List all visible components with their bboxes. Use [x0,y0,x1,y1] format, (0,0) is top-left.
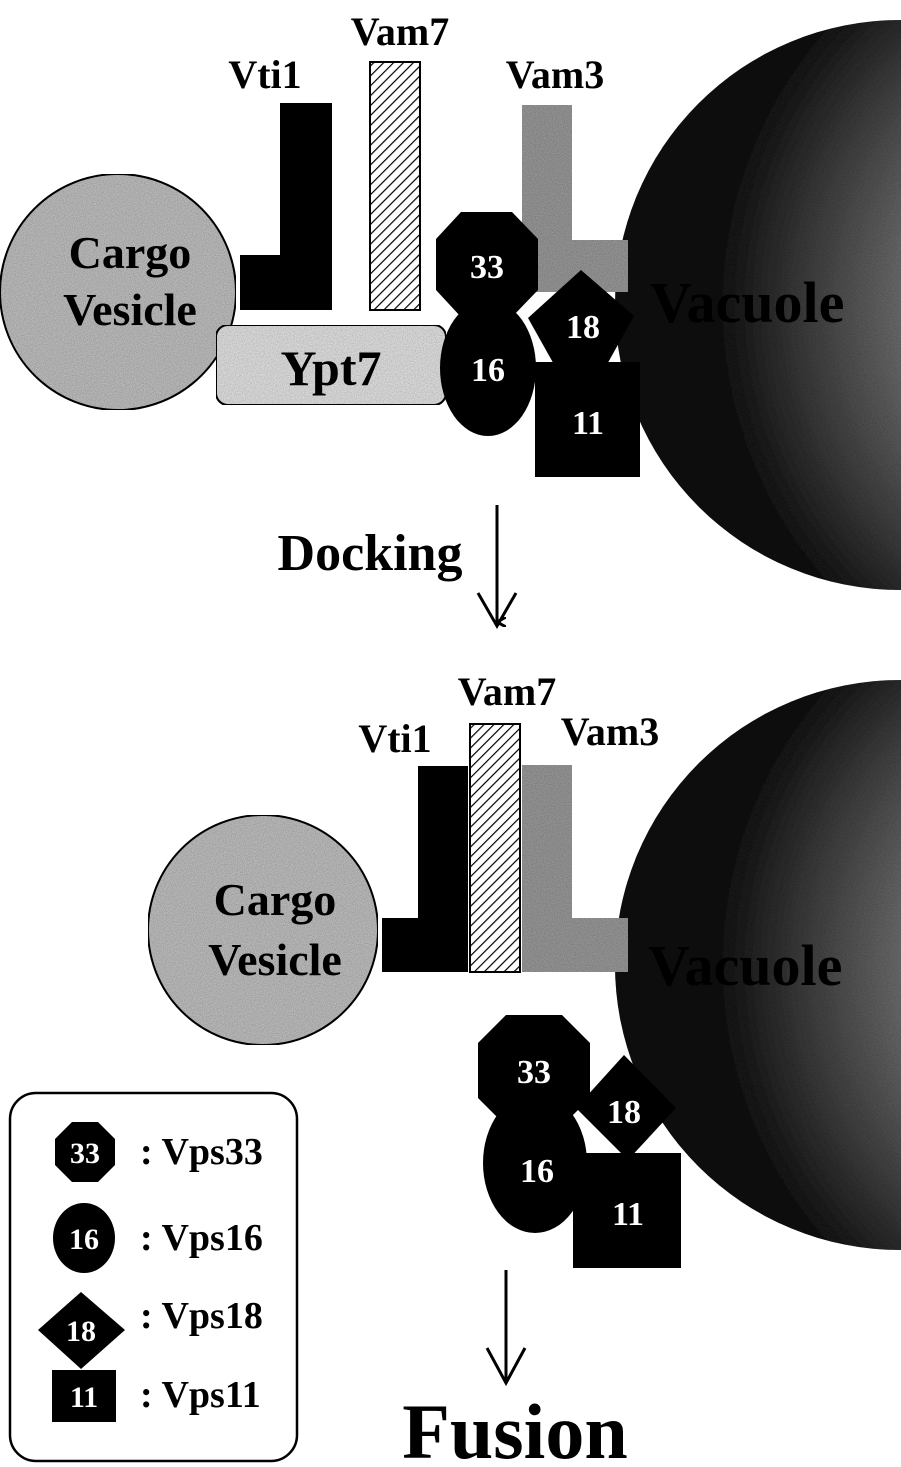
cargo-label-line1-top: Cargo [69,227,192,278]
vps33-num-bottom: 33 [517,1054,551,1091]
fusion-label: Fusion [402,1388,627,1467]
cargo-label-line2-bottom: Vesicle [208,934,342,985]
cargo-label-line1-bottom: Cargo [214,874,337,925]
vti1-top [240,103,332,310]
vps33-num-top: 33 [470,249,504,286]
legend-vps16-name: : Vps16 [140,1217,263,1259]
vps11-num-top: 11 [572,405,604,442]
vps18-num-bottom: 18 [607,1094,641,1131]
vam3-label-bottom: Vam3 [561,709,660,754]
vps16-num-bottom: 16 [520,1153,554,1190]
legend-vps18-num: 18 [66,1315,96,1348]
cargo-vesicle-bottom [148,815,378,1045]
vps16-num-top: 16 [471,352,505,389]
legend-vps33-num: 33 [70,1137,100,1170]
vam7-label-bottom: Vam7 [458,669,557,714]
vti1-bottom [382,766,468,972]
fusion-step: Fusion [402,1270,627,1467]
vti1-label-top: Vti1 [228,52,301,97]
docking-label: Docking [278,525,463,582]
legend-vps33-name: : Vps33 [140,1131,263,1173]
ypt7-label: Ypt7 [281,340,382,396]
legend-vps16-num: 16 [69,1223,99,1256]
vam3-bottom [522,765,628,972]
vam7-top [370,62,420,310]
vam3-label-top: Vam3 [506,52,605,97]
vps18-num-top: 18 [566,309,600,346]
legend-vps11-num: 11 [70,1381,98,1414]
legend: 33 : Vps33 16 : Vps16 18 : Vps18 11 : Vp… [10,1093,297,1461]
vacuole-label-bottom: Vacuole [648,933,842,998]
docking-step: Docking [278,505,516,626]
vam7-label-top: Vam7 [351,9,450,54]
vam7-bottom [470,724,520,972]
vti1-label-bottom: Vti1 [358,716,431,761]
legend-vps11-name: : Vps11 [140,1374,261,1416]
top-state: Vam7 Vti1 Vam3 Cargo Vesicle Ypt7 Vacuol… [0,9,901,590]
cargo-label-line2-top: Vesicle [63,284,197,335]
vacuole-label-top: Vacuole [650,270,844,335]
vps11-num-bottom: 11 [612,1196,644,1233]
legend-vps18-name: : Vps18 [140,1295,263,1337]
